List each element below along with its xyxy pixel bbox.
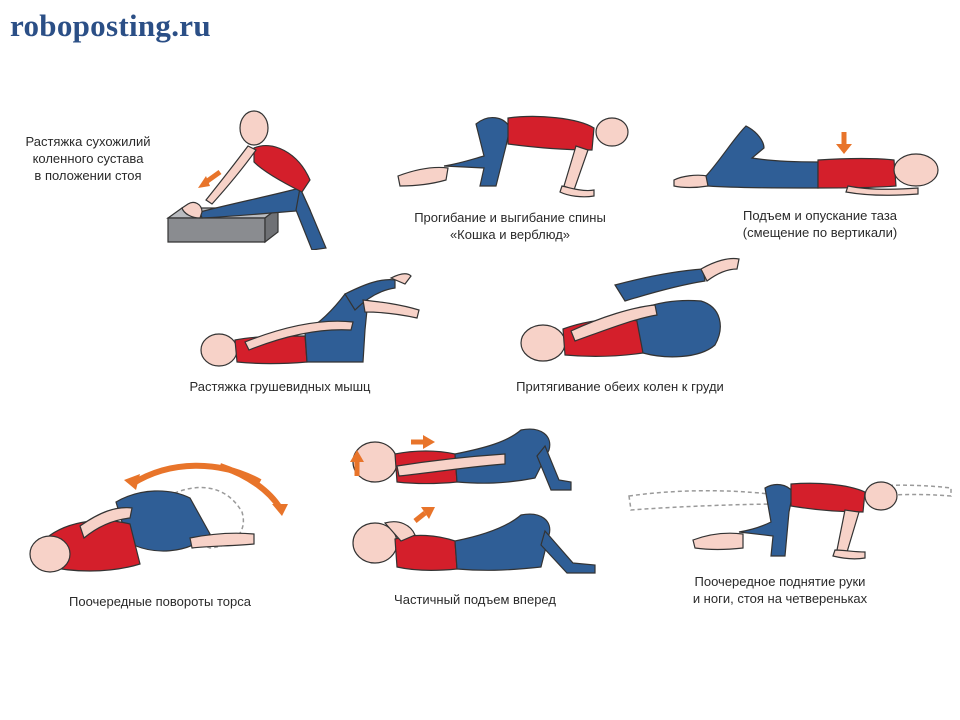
caption-knees-to-chest: Притягивание обеих колен к груди [516,379,724,394]
cat-camel-illustration [397,115,629,198]
caption-pelvis-raise: Подъем и опускание таза (смещение по вер… [742,208,898,240]
caption-partial-crunch: Частичный подъем вперед [394,592,556,607]
caption-piriformis-stretch: Растяжка грушевидных мышц [189,379,371,394]
partial-crunch-bottom-illustration [352,507,596,574]
knee-tendon-stretch-illustration [166,110,327,250]
piriformis-stretch-illustration [200,273,420,367]
caption-cat-camel: Прогибание и выгибание спины «Кошка и ве… [414,210,606,242]
caption-knee-tendon-stretch: Растяжка сухожилий коленного сустава в п… [25,134,151,183]
caption-bird-dog: Поочередное поднятие руки и ноги, стоя н… [692,574,868,606]
partial-crunch-top-illustration [350,428,572,491]
caption-torso-rotation: Поочередные повороты торса [69,594,251,609]
site-watermark: roboposting.ru [10,8,211,43]
pelvis-raise-illustration [673,125,939,196]
knees-to-chest-illustration [520,257,740,362]
torso-rotation-illustration [29,462,288,573]
bird-dog-illustration [628,481,952,560]
